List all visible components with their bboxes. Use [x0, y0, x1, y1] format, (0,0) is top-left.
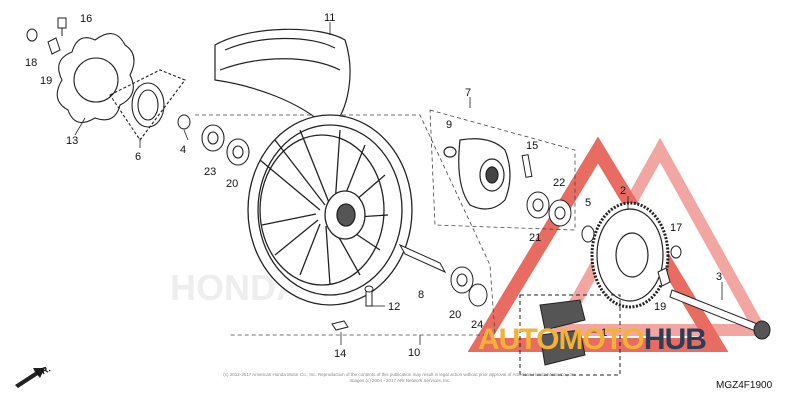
brake-disk [56, 33, 135, 124]
spacer-collar [177, 114, 191, 130]
callout-13: 13 [66, 135, 78, 147]
callout-21: 21 [529, 232, 541, 244]
flange-stud [521, 154, 533, 178]
bearing-left [201, 124, 250, 166]
callout-labels: 1 2 3 4 5 6 7 8 9 10 11 12 13 14 15 16 1… [25, 12, 722, 360]
rear-axle [669, 289, 771, 340]
callout-6: 6 [135, 151, 141, 163]
dust-seal [109, 69, 186, 141]
sprocket [590, 201, 670, 309]
leader-lines [74, 22, 723, 345]
callout-15: 15 [526, 140, 538, 152]
callout-16: 16 [80, 13, 92, 25]
callout-24: 24 [471, 319, 483, 331]
callout-8: 8 [418, 289, 424, 301]
callout-2: 2 [620, 185, 626, 197]
diagram-code: MGZ4F1900 [716, 380, 773, 391]
callout-20a: 20 [226, 178, 238, 190]
rear-wheel [247, 114, 413, 306]
callout-22: 22 [553, 177, 565, 189]
wheel-damper [519, 294, 621, 376]
wheel-group-outline [195, 114, 496, 336]
copyright-notice: (c) 2012-2017 American Honda Motor Co., … [200, 372, 600, 384]
callout-23: 23 [204, 166, 216, 178]
driven-flange [443, 138, 511, 210]
sprocket-nut [657, 245, 682, 287]
callout-5: 5 [585, 197, 591, 209]
watermark-logo: AUTOMOTOHUB [478, 323, 707, 357]
callout-17: 17 [670, 222, 682, 234]
callout-4: 4 [180, 144, 186, 156]
watermark-part3: HUB [643, 323, 707, 356]
callout-7: 7 [465, 87, 471, 99]
callout-18: 18 [25, 57, 37, 69]
watermark-part2: MOTO [558, 323, 644, 356]
copyright-line-2: Images (c) 2004 - 2017 ARI Network Servi… [349, 378, 451, 383]
callout-10: 10 [408, 347, 420, 359]
callout-19b: 19 [654, 301, 666, 313]
callout-12: 12 [388, 301, 400, 313]
callout-9: 9 [446, 119, 452, 131]
callout-11: 11 [324, 12, 335, 24]
balance-weight [331, 320, 349, 331]
axle-collar [398, 243, 447, 274]
hub-group-outline [429, 109, 576, 231]
callout-3: 3 [716, 271, 722, 283]
bearing-right [450, 266, 488, 307]
callout-19a: 19 [40, 75, 52, 87]
tire-valve [364, 285, 374, 307]
callout-20b: 20 [449, 309, 461, 321]
tire [214, 28, 351, 131]
watermark-part1: AUTO [478, 323, 559, 356]
callout-14: 14 [334, 348, 346, 360]
flange-bearings [526, 191, 595, 243]
front-direction-arrow-icon [15, 368, 45, 388]
disk-bolt [26, 17, 67, 55]
copyright-line-1: (c) 2012-2017 American Honda Motor Co., … [223, 372, 577, 377]
callout-1: 1 [601, 327, 607, 339]
